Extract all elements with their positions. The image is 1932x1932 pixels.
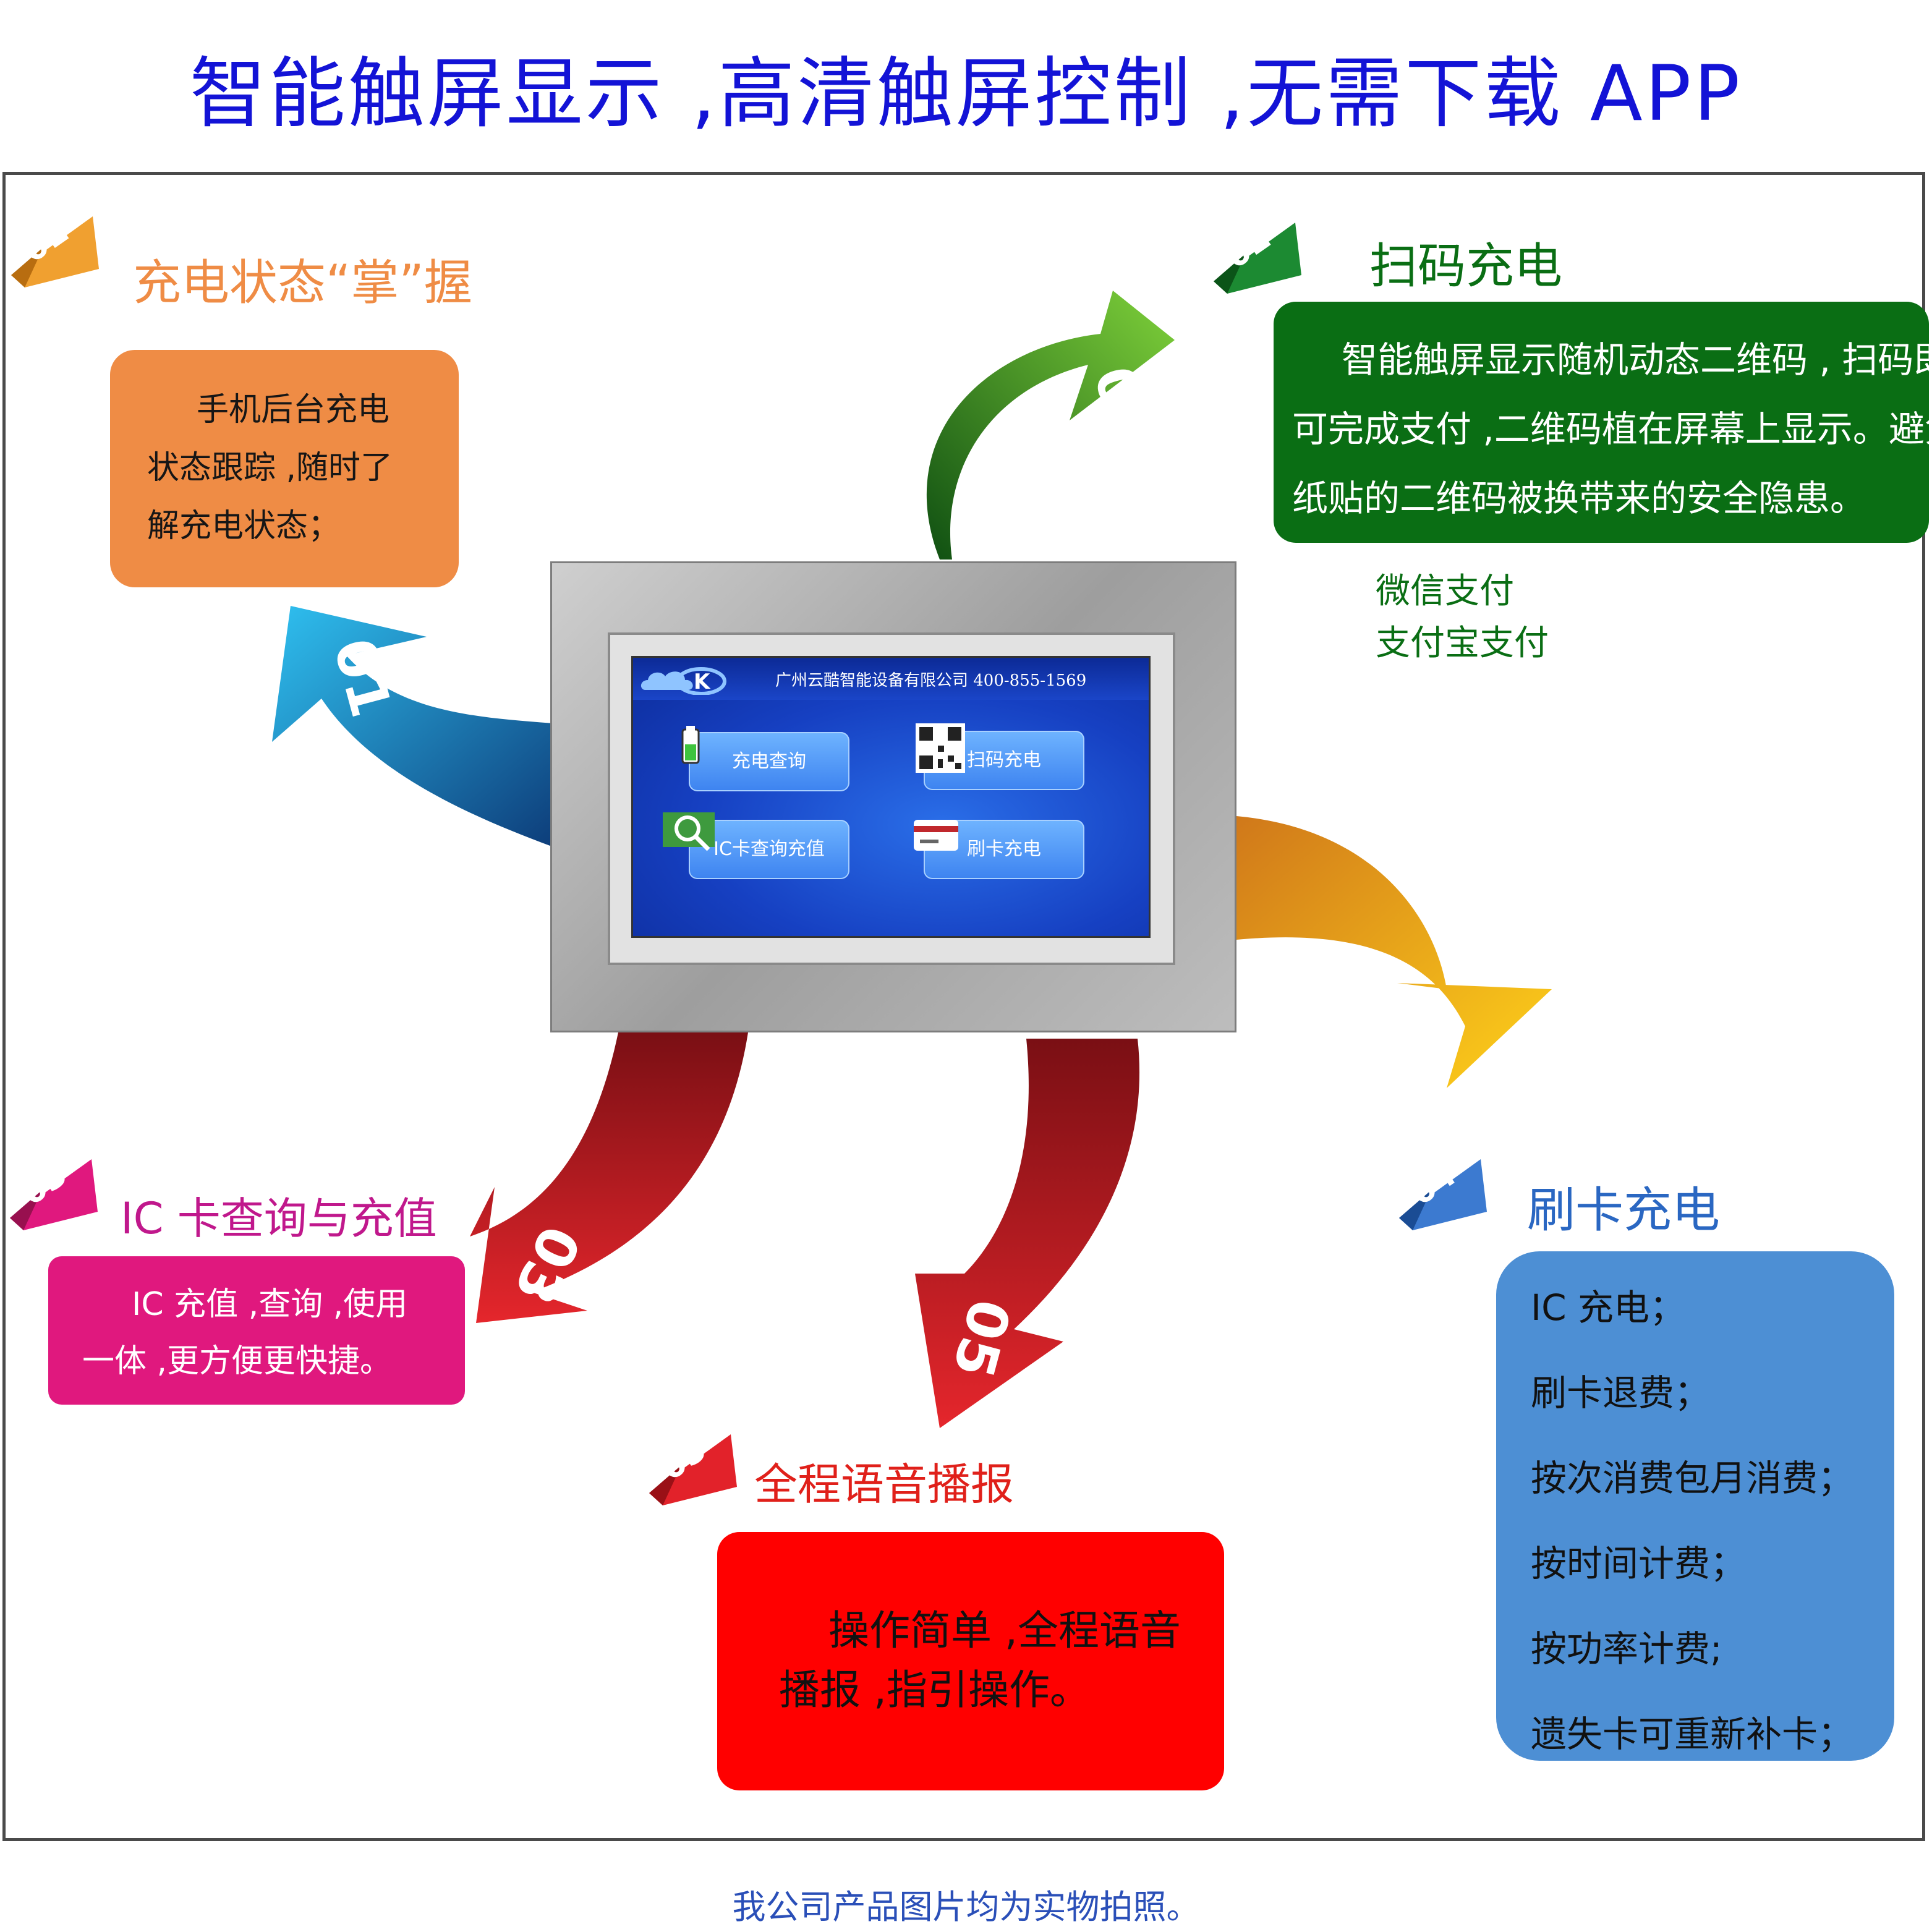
screen-button-charge-query[interactable]: 充电查询 <box>689 732 849 791</box>
cloud-logo-icon: K <box>640 667 726 695</box>
touch-screen-device: K 广州云酷智能设备有限公司 400-855-1569 充电查询 扫码充电 IC… <box>550 561 1236 1032</box>
heading-05: 全程语音播报 <box>754 1459 1014 1510</box>
arrow-label-02: 02 <box>1081 360 1164 451</box>
card-05: 操作简单 ,全程语音 播报 ,指引操作。 <box>717 1532 1224 1790</box>
footer-note: 我公司产品图片均为实物拍照。 <box>732 1887 1200 1926</box>
screen-header: K 广州云酷智能设备有限公司 400-855-1569 <box>633 658 1149 700</box>
card-04-line: IC 充电； <box>1531 1287 1686 1329</box>
card-01-line: 解充电状态； <box>147 508 341 545</box>
heading-01: 充电状态“掌”握 <box>133 255 472 311</box>
card-01: 手机后台充电 状态跟踪 ,随时了 解充电状态； <box>110 350 459 587</box>
card-05-line: 操作简单 ,全程语音 <box>828 1607 1181 1654</box>
arrow-04 <box>1236 816 1552 1088</box>
bank-card-icon <box>914 820 958 851</box>
payment-list: 微信支付 支付宝支付 <box>1376 566 1549 670</box>
payment-wechat: 微信支付 <box>1376 571 1514 611</box>
screen-brand-line: 广州云酷智能设备有限公司 400-855-1569 <box>775 671 1087 690</box>
screen-button-ic-query[interactable]: IC卡查询充值 <box>689 820 849 879</box>
card-05-line: 播报 ,指引操作。 <box>779 1666 1091 1714</box>
card-04-line: 按时间计费； <box>1531 1543 1747 1585</box>
heading-03: IC 卡查询与充值 <box>121 1193 437 1244</box>
arrow-01 <box>272 606 553 847</box>
content-frame <box>2 172 1925 1841</box>
qr-code-icon <box>916 723 965 773</box>
badge-04: 04 <box>1394 1153 1487 1230</box>
battery-icon <box>681 726 700 764</box>
arrow-label-04: 04 <box>1369 988 1447 1053</box>
card-04-line: 按功率计费; <box>1531 1628 1722 1670</box>
arrow-03 <box>470 1032 748 1323</box>
card-04-line: 刷卡退费； <box>1531 1372 1711 1414</box>
badge-03: 03 <box>5 1153 98 1230</box>
card-02-line: 智能触屏显示随机动态二维码 , 扫码即 <box>1342 339 1932 381</box>
card-02-line: 可完成支付 ,二维码植在屏幕上显示。避免 <box>1292 408 1932 450</box>
card-01-line: 状态跟踪 ,随时了 <box>147 449 393 487</box>
badge-01: 01 <box>6 210 99 287</box>
arrow-02 <box>926 291 1175 560</box>
payment-alipay: 支付宝支付 <box>1376 623 1549 663</box>
device-bezel: K 广州云酷智能设备有限公司 400-855-1569 充电查询 扫码充电 IC… <box>608 632 1175 965</box>
card-03-line: IC 充值 ,查询 ,使用 <box>132 1286 408 1323</box>
card-03-line: 一体 ,更方便更快捷。 <box>82 1343 393 1380</box>
heading-02: 扫码充电 <box>1369 239 1563 294</box>
page-title: 智能触屏显示 ,高清触屏控制 ,无需下载 APP <box>189 49 1743 138</box>
magnifier-icon <box>663 812 715 851</box>
arrow-05 <box>915 1039 1140 1428</box>
card-02-line: 纸贴的二维码被换带来的安全隐患。 <box>1292 477 1866 519</box>
card-04-line: 遗失卡可重新补卡； <box>1531 1713 1854 1755</box>
card-02: 智能触屏显示随机动态二维码 , 扫码即 可完成支付 ,二维码植在屏幕上显示。避免… <box>1274 302 1932 543</box>
heading-04: 刷卡充电 <box>1527 1183 1721 1238</box>
card-01-line: 手机后台充电 <box>197 391 390 428</box>
device-screen: K 广州云酷智能设备有限公司 400-855-1569 充电查询 扫码充电 IC… <box>631 656 1151 938</box>
card-04: IC 充电； 刷卡退费； 按次消费包月消费； 按时间计费； 按功率计费; 遗失卡… <box>1496 1251 1894 1761</box>
badge-05: 05 <box>644 1428 737 1505</box>
svg-text:K: K <box>694 670 711 694</box>
card-04-line: 按次消费包月消费； <box>1531 1457 1854 1499</box>
badge-02: 02 <box>1209 216 1301 294</box>
card-03: IC 充值 ,查询 ,使用 一体 ,更方便更快捷。 <box>48 1256 465 1405</box>
